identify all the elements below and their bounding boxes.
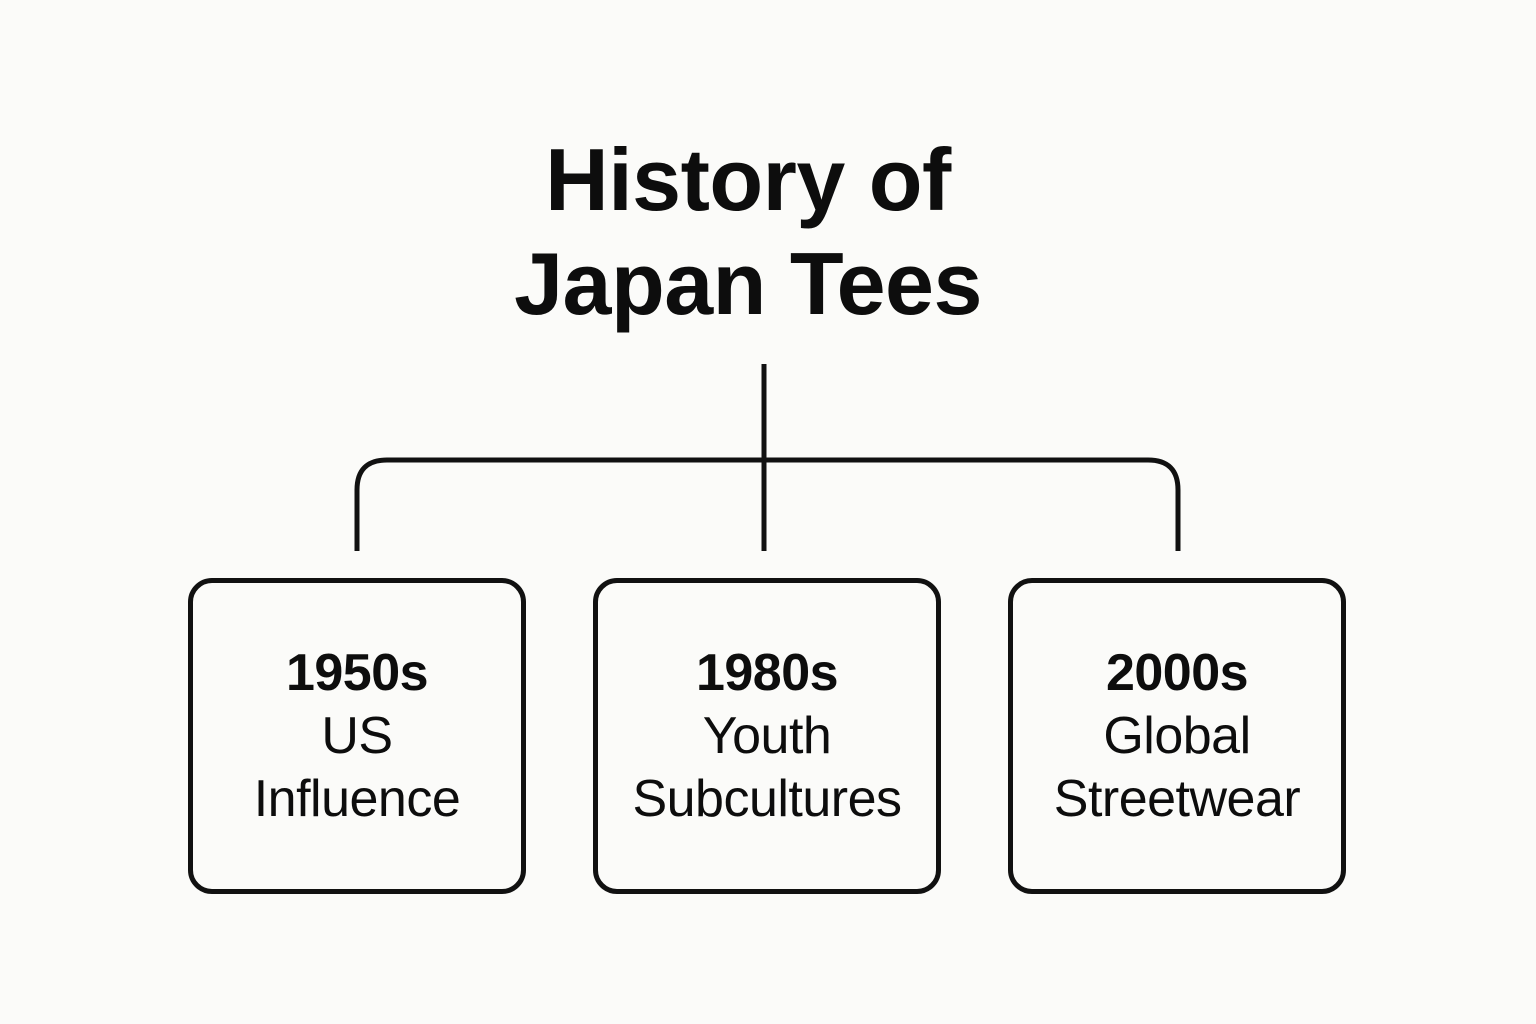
- title-line-1: History of: [545, 130, 951, 229]
- title-line-2: Japan Tees: [514, 234, 982, 333]
- node-label-line: Influence: [253, 769, 461, 828]
- node-box-1950s: 1950s US Influence: [188, 578, 526, 894]
- node-era: 1950s: [285, 643, 429, 702]
- node-era: 1980s: [695, 643, 839, 702]
- node-box-1980s: 1980s Youth Subcultures: [593, 578, 941, 894]
- node-label-line: US: [321, 706, 393, 765]
- node-box-2000s: 2000s Global Streetwear: [1008, 578, 1346, 894]
- branch-bracket-line: [354, 457, 1181, 551]
- node-era: 2000s: [1105, 643, 1249, 702]
- node-label-line: Subcultures: [632, 769, 902, 828]
- diagram-title: History of Japan Tees: [0, 128, 1496, 336]
- node-label-line: Global: [1103, 706, 1251, 765]
- node-label-line: Streetwear: [1053, 769, 1301, 828]
- node-label-line: Youth: [702, 706, 832, 765]
